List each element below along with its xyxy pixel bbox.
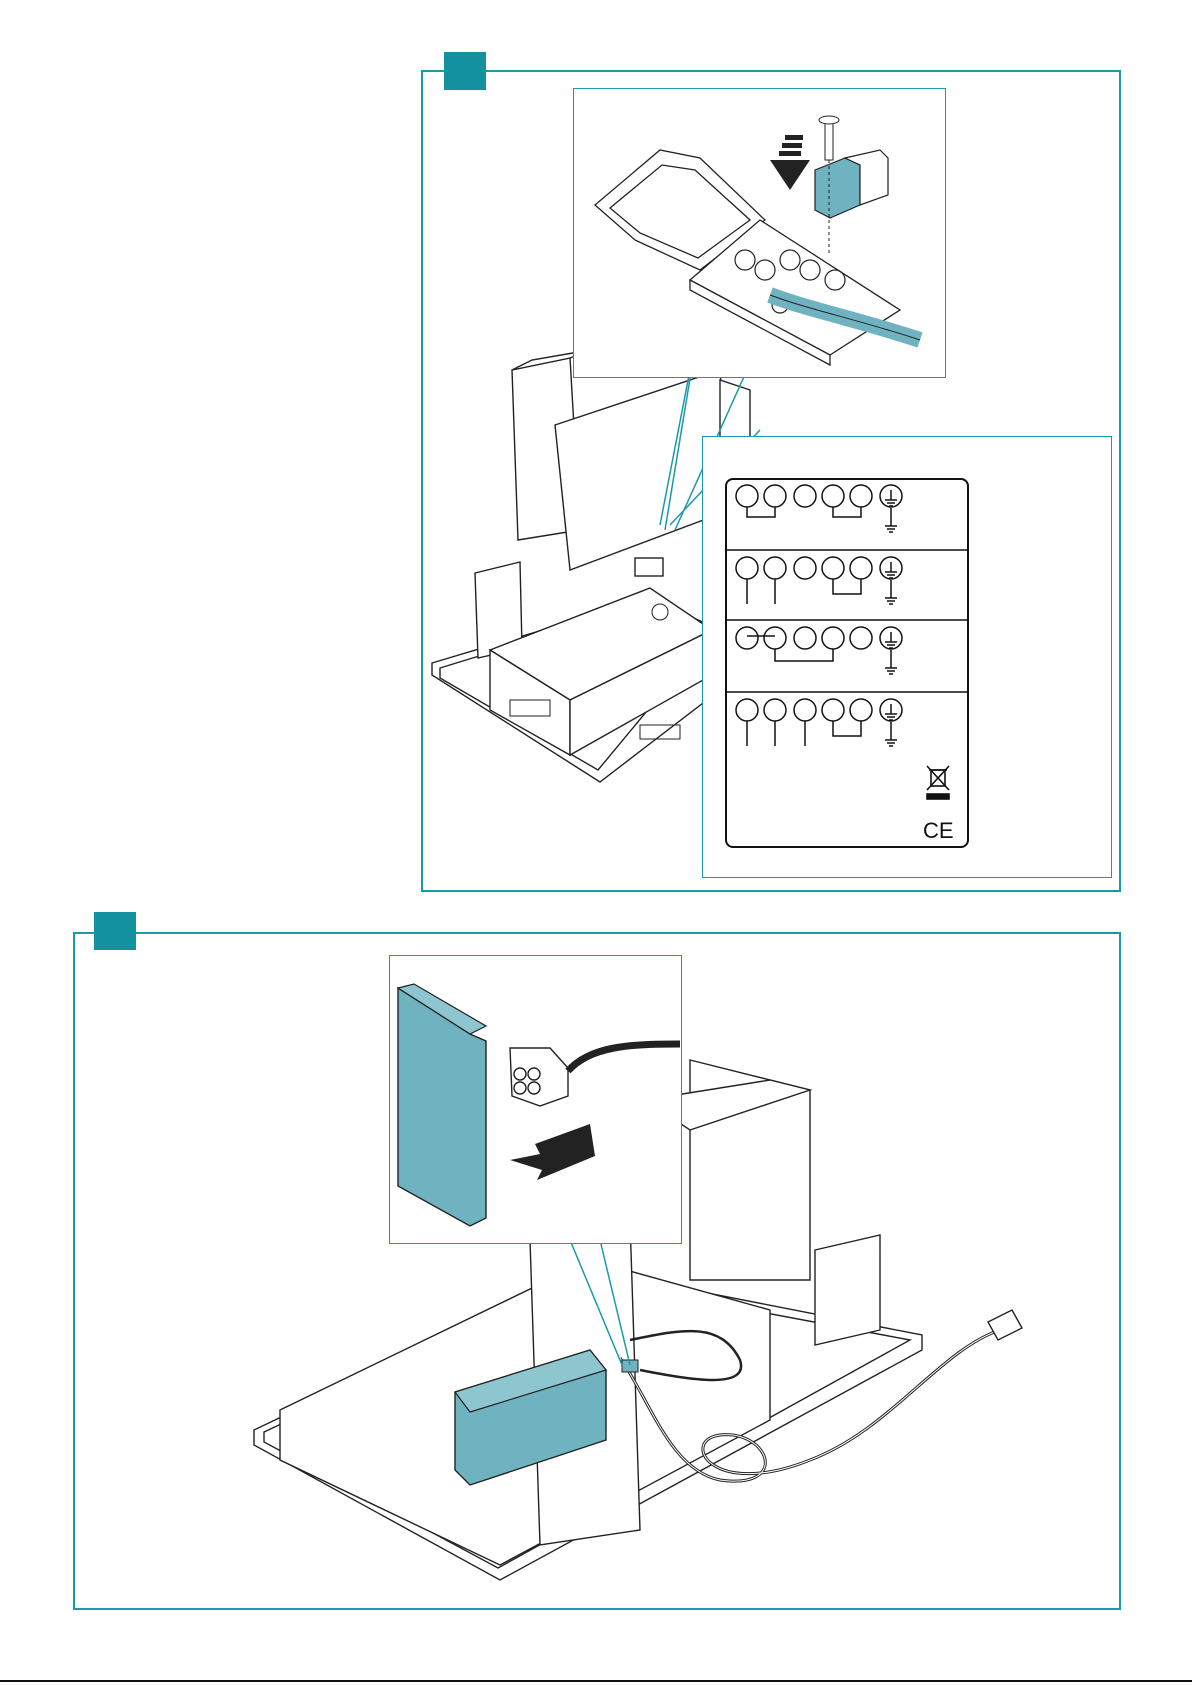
step-2-tab [94,912,136,950]
wiring-diagram: CE [725,478,969,848]
terminal-circle [850,627,872,649]
terminal-circle [794,699,816,721]
terminal-circle [764,485,786,507]
terminal-circle [764,627,786,649]
terminal-circle [794,627,816,649]
terminal-circle [850,699,872,721]
wire-link [747,636,833,661]
wire-link [747,579,861,604]
terminal-circle [794,485,816,507]
plug-icon [988,1310,1022,1340]
step-1-tab [444,52,486,90]
terminal-circle [736,557,758,579]
crossed-out-bin-icon [927,766,949,799]
page-bottom-rule [0,1680,1192,1682]
wire-link [747,507,861,517]
earth-symbol-icon [885,632,897,674]
terminal-circle [822,557,844,579]
terminal-circle [850,485,872,507]
terminal-circle [764,699,786,721]
earth-symbol-icon [885,490,897,532]
terminal-circle [736,699,758,721]
terminal-circle [736,627,758,649]
wire-link [747,721,861,746]
terminal-block-drawing [590,110,930,365]
earth-symbol-icon [885,704,897,746]
terminal-circle [850,557,872,579]
terminal-circle [764,557,786,579]
terminal-circle [794,557,816,579]
pull-arrow-icon [510,1124,595,1180]
terminal-circle [822,627,844,649]
terminal-circle [736,485,758,507]
terminal-circle [822,485,844,507]
connector-plug-icon [510,1048,568,1106]
ce-mark: CE [923,818,954,843]
callout-lines-step2 [560,1240,640,1370]
earth-symbol-icon [885,562,897,604]
terminal-circle [822,699,844,721]
connector-detail-drawing [390,956,681,1243]
